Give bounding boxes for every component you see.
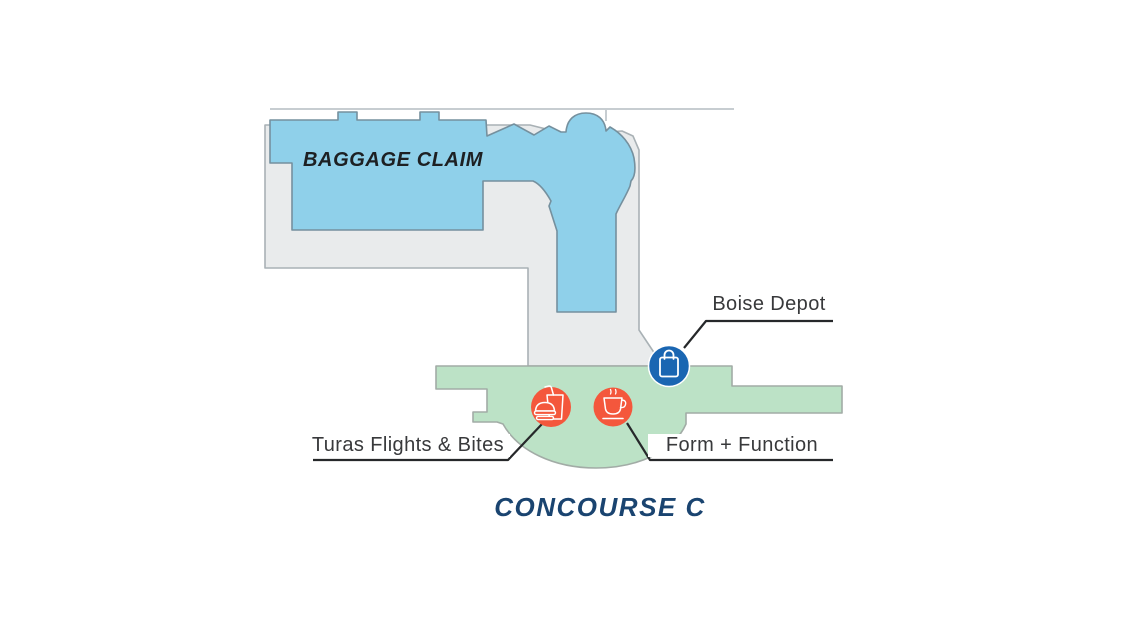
baggage-claim-label: BAGGAGE CLAIM xyxy=(303,148,484,171)
concourse-shape xyxy=(435,365,843,469)
turas-flights-bites-label: Turas Flights & Bites xyxy=(306,434,510,457)
turas-marker[interactable] xyxy=(531,385,571,427)
form-function-leader-line xyxy=(626,422,833,462)
boise-depot-leader-line xyxy=(683,319,833,349)
shopping-bag-icon xyxy=(659,349,679,378)
boise-depot-marker[interactable] xyxy=(647,344,691,388)
fast-food-icon xyxy=(533,385,564,421)
form-function-marker-circle[interactable] xyxy=(593,387,633,427)
boise-depot-marker-circle[interactable] xyxy=(647,344,691,388)
coffee-cup-icon xyxy=(602,388,627,420)
baggage-claim-shape xyxy=(269,111,636,313)
form-function-marker[interactable] xyxy=(593,387,633,427)
form-function-label: Form + Function xyxy=(648,434,836,457)
turas-leader-line xyxy=(313,423,543,462)
boise-depot-label: Boise Depot xyxy=(702,291,836,317)
concourse-title: CONCOURSE C xyxy=(494,491,706,522)
